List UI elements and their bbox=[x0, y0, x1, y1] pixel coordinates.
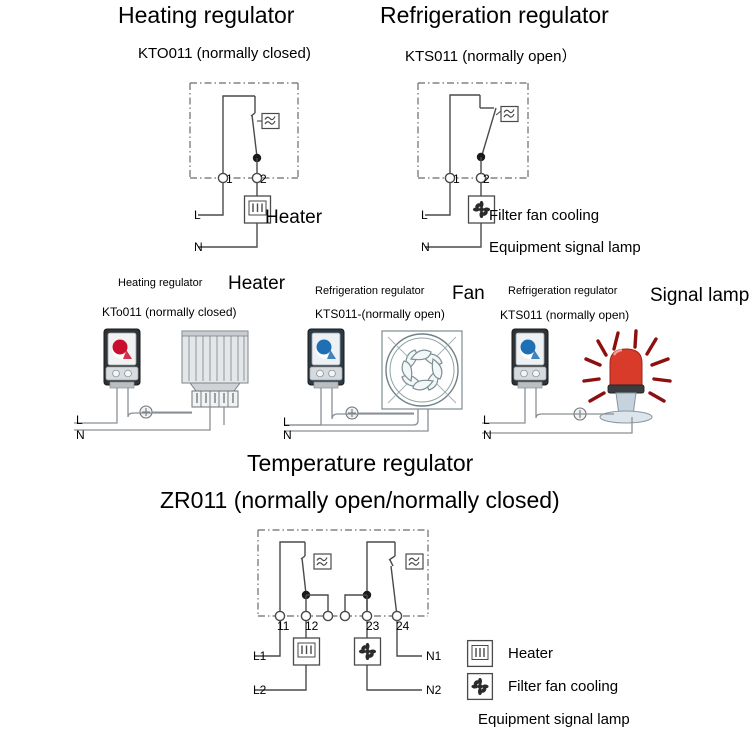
fan-symbol bbox=[467, 195, 496, 224]
temperature-supply-n1: L2 bbox=[253, 683, 267, 697]
axial-fan-device bbox=[381, 330, 463, 410]
terminal-12 bbox=[300, 610, 312, 622]
thermostat-symbol bbox=[495, 105, 519, 123]
photo-3-model: KTS011 (normally open) bbox=[500, 308, 630, 322]
external-wiring bbox=[425, 183, 482, 248]
photo-1-supply-l: L bbox=[76, 413, 83, 427]
heating-terminal-1-label: 1 bbox=[226, 172, 233, 186]
temperature-circuit-diagram bbox=[250, 522, 500, 722]
refrigeration-circuit-diagram bbox=[408, 75, 623, 265]
temperature-regulator-model: ZR011 (normally open/normally closed) bbox=[160, 487, 560, 513]
refrigeration-terminal-1-label: 1 bbox=[453, 172, 460, 186]
photo-wiring bbox=[482, 388, 633, 434]
regulator-enclosure-boundary bbox=[189, 82, 299, 179]
beacon-lamp-device bbox=[599, 348, 653, 424]
photo-1-device-label: Heater bbox=[228, 273, 286, 294]
temperature-regulator-title: Temperature regulator bbox=[247, 450, 474, 476]
temperature-supply-l2: N1 bbox=[426, 649, 442, 663]
refrigeration-regulator-title: Refrigeration regulator bbox=[380, 2, 609, 28]
photo-1-supply-n: N bbox=[76, 428, 85, 442]
refrigeration-supply-l-label: L bbox=[421, 208, 428, 222]
photo-1-model: KTo011 (normally closed) bbox=[102, 305, 237, 319]
regulator-enclosure-boundary bbox=[417, 82, 529, 179]
terminal-23 bbox=[361, 610, 373, 622]
legend-heater-symbol bbox=[466, 639, 494, 668]
thermostat-symbol bbox=[257, 112, 280, 130]
photo-3-supply-l: L bbox=[483, 413, 490, 427]
photo-wiring bbox=[74, 388, 225, 431]
temperature-terminal-11-label: 11 bbox=[277, 619, 290, 633]
channel-left-wiring bbox=[279, 541, 306, 616]
photo-fan-assembly bbox=[280, 325, 485, 445]
internal-wiring bbox=[222, 95, 256, 178]
terminal-1 bbox=[444, 172, 456, 184]
ground-symbol bbox=[345, 406, 414, 420]
external-wiring bbox=[198, 183, 258, 248]
photo-signal-lamp-assembly bbox=[480, 325, 680, 445]
legend-signal-lamp-label: Equipment signal lamp bbox=[478, 711, 630, 728]
channel-right-wiring bbox=[366, 541, 396, 616]
heating-regulator-title: Heating regulator bbox=[118, 2, 295, 28]
photo-heating-assembly bbox=[72, 325, 287, 445]
heating-circuit-diagram bbox=[180, 75, 390, 265]
terminal-2 bbox=[251, 172, 263, 184]
heating-load-label: Heater bbox=[265, 207, 323, 228]
normally-open-contact-right bbox=[388, 555, 398, 617]
normally-open-contact bbox=[480, 107, 497, 156]
channel-left-external bbox=[255, 621, 307, 691]
temperature-supply-l1: L1 bbox=[253, 649, 267, 663]
terminal-2 bbox=[475, 172, 487, 184]
thermostat-device-blue bbox=[511, 328, 549, 389]
regulator-enclosure-boundary bbox=[257, 529, 429, 617]
temperature-supply-n2: N2 bbox=[426, 683, 442, 697]
normally-closed-contact bbox=[250, 112, 258, 158]
temperature-terminal-24-label: 24 bbox=[396, 619, 410, 633]
photo-3-regulator-label: Refrigeration regulator bbox=[508, 285, 618, 297]
legend-fan-symbol bbox=[466, 672, 494, 701]
refrigeration-terminal-2-label: 2 bbox=[483, 172, 490, 186]
heater-symbol bbox=[292, 637, 321, 666]
terminal-left-aux bbox=[322, 610, 334, 622]
normally-closed-contact-left bbox=[300, 555, 307, 595]
terminal-right-aux bbox=[339, 610, 351, 622]
terminal-24 bbox=[391, 610, 403, 622]
photo-1-regulator-label: Heating regulator bbox=[118, 277, 203, 289]
photo-3-device-label: Signal lamp bbox=[650, 285, 750, 306]
fan-symbol bbox=[353, 637, 382, 666]
terminal-1 bbox=[217, 172, 229, 184]
legend-heater-label: Heater bbox=[508, 645, 554, 662]
refrigeration-load-label-fan: Filter fan cooling bbox=[489, 207, 600, 224]
beacon-light-rays bbox=[582, 329, 672, 403]
heating-supply-l-label: L bbox=[194, 208, 201, 222]
photo-2-supply-n: N bbox=[283, 428, 292, 442]
thermostat-device-blue bbox=[307, 328, 345, 389]
heating-regulator-model: KTO011 (normally closed) bbox=[138, 45, 311, 62]
photo-2-supply-l: L bbox=[283, 415, 290, 429]
ground-symbol bbox=[139, 405, 192, 419]
thermostat-device-red bbox=[103, 328, 141, 389]
photo-2-device-label: Fan bbox=[452, 283, 485, 304]
temperature-terminal-23-label: 23 bbox=[366, 619, 380, 633]
channel-right-external bbox=[366, 621, 422, 691]
photo-wiring bbox=[284, 388, 429, 432]
photo-3-supply-n: N bbox=[483, 428, 492, 442]
temperature-terminal-12-label: 12 bbox=[305, 619, 319, 633]
finned-heater-device bbox=[181, 330, 249, 408]
thermostat-symbol-right bbox=[405, 553, 424, 570]
terminal-11 bbox=[274, 610, 286, 622]
thermostat-symbol-left bbox=[313, 553, 332, 570]
photo-2-regulator-label: Refrigeration regulator bbox=[315, 285, 425, 297]
refrigeration-regulator-model: KTS011 (normally open） bbox=[405, 48, 577, 65]
legend-fan-label: Filter fan cooling bbox=[508, 678, 619, 695]
heating-supply-n-label: N bbox=[194, 240, 203, 254]
heating-terminal-2-label: 2 bbox=[260, 172, 267, 186]
photo-2-model: KTS011-(normally open) bbox=[315, 307, 445, 321]
refrigeration-supply-n-label: N bbox=[421, 240, 430, 254]
internal-wiring bbox=[449, 94, 481, 178]
refrigeration-load-label-lamp: Equipment signal lamp bbox=[489, 239, 641, 256]
heater-symbol bbox=[243, 195, 272, 224]
